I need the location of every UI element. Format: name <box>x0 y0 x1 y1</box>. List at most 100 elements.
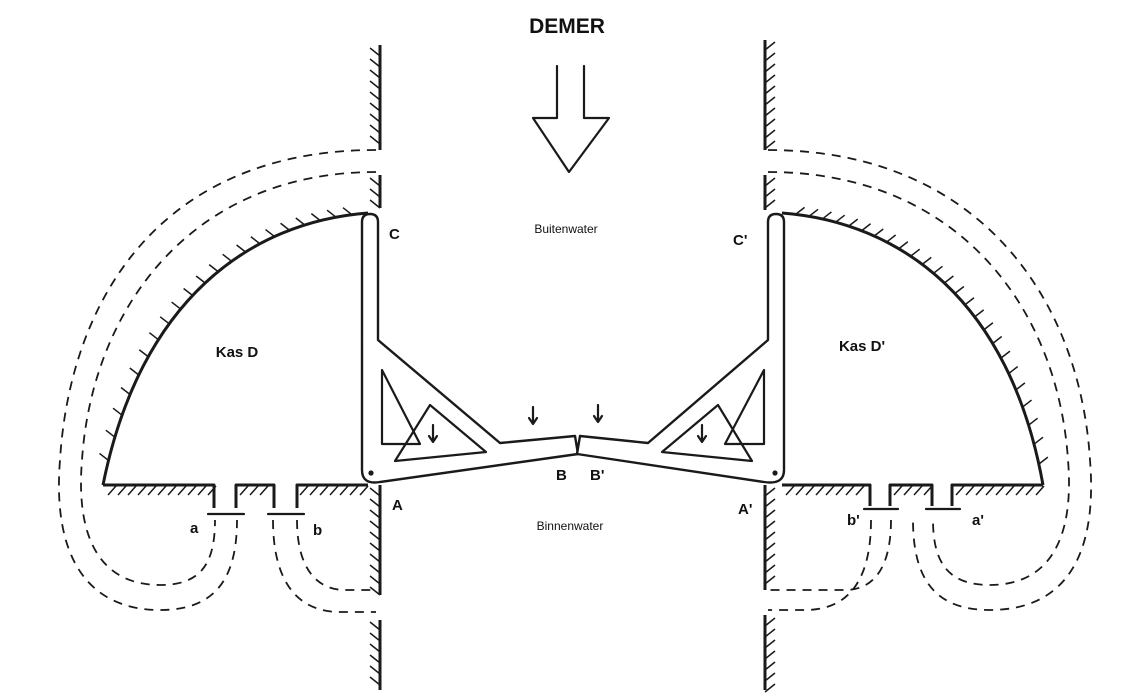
hatch-mark <box>369 509 381 519</box>
hatch-mark <box>183 287 194 297</box>
hatch-mark <box>893 485 903 496</box>
hatch-mark <box>764 96 776 106</box>
hatch-mark <box>764 531 776 541</box>
hatch-mark <box>222 253 233 262</box>
hatch-mark <box>861 223 872 232</box>
hatch-mark <box>992 335 1003 345</box>
hatch-mark <box>117 485 127 496</box>
hatch-mark <box>764 74 776 84</box>
hatch-mark <box>369 69 381 79</box>
hatch-mark <box>821 211 832 220</box>
hatch-mark <box>369 498 381 508</box>
label-b: B <box>556 467 567 484</box>
hatch-mark <box>329 485 339 496</box>
hatch-mark <box>299 485 309 496</box>
hatch-mark <box>369 586 381 596</box>
hatch-mark <box>1005 485 1015 496</box>
hatch-mark <box>339 485 349 496</box>
hatch-mark <box>105 429 116 438</box>
hatch-mark <box>764 140 776 150</box>
hatch-mark <box>369 531 381 541</box>
hatch-mark <box>764 487 776 497</box>
hatch-mark <box>369 47 381 57</box>
hatch-mark <box>785 485 795 496</box>
hatch-mark <box>159 316 170 325</box>
hatch-mark <box>326 209 337 218</box>
hatch-mark <box>187 485 197 496</box>
hatch-mark <box>137 485 147 496</box>
hatch-mark <box>369 113 381 123</box>
label-c-prime: C' <box>733 232 747 249</box>
hatch-mark <box>845 485 855 496</box>
hatch-mark <box>207 485 217 496</box>
hatch-mark <box>975 485 985 496</box>
hatch-mark <box>764 553 776 563</box>
hatch-mark <box>995 485 1005 496</box>
hatch-mark <box>910 248 921 257</box>
hatch-mark <box>764 575 776 585</box>
hatch-mark <box>369 80 381 90</box>
hatch-mark <box>1038 456 1049 465</box>
hatch-mark <box>369 676 381 686</box>
right-pressure-arrow-icon <box>592 403 604 424</box>
hatch-mark <box>369 654 381 664</box>
hatch-mark <box>764 107 776 117</box>
hatch-mark <box>236 244 247 253</box>
hatch-mark <box>369 58 381 68</box>
hatch-mark <box>764 661 776 671</box>
hatch-mark <box>764 63 776 73</box>
hatch-mark <box>259 485 269 496</box>
hatch-mark <box>965 485 975 496</box>
hatch-mark <box>835 214 846 223</box>
hatch-mark <box>167 485 177 496</box>
hatch-mark <box>955 485 965 496</box>
hatch-mark <box>815 485 825 496</box>
hatch-mark <box>764 129 776 139</box>
hatch-mark <box>239 485 249 496</box>
hatch-mark <box>369 643 381 653</box>
label-a: A <box>392 497 403 514</box>
flow-direction-arrow-icon <box>531 64 611 174</box>
hatch-mark <box>369 124 381 134</box>
label-culvert-b: b <box>313 522 322 539</box>
hatch-mark <box>764 683 776 693</box>
hatch-mark <box>250 236 261 245</box>
hatch-mark <box>835 485 845 496</box>
hatch-mark <box>974 309 985 318</box>
left-pivot <box>368 470 374 476</box>
hatch-mark <box>913 485 923 496</box>
hatch-mark <box>369 91 381 101</box>
hatch-mark <box>129 367 140 376</box>
hatch-mark <box>764 85 776 95</box>
hatch-mark <box>1015 485 1025 496</box>
hatch-mark <box>764 542 776 552</box>
hatch-mark <box>369 177 381 187</box>
hatch-mark <box>921 256 932 265</box>
hatch-mark <box>369 564 381 574</box>
label-kas-d-prime: Kas D' <box>839 338 885 355</box>
label-binnenwater: Binnenwater <box>537 519 604 533</box>
hatch-mark <box>848 218 859 227</box>
hatch-mark <box>886 234 897 243</box>
hatch-mark <box>157 485 167 496</box>
hatch-mark <box>764 118 776 128</box>
hatch-mark <box>359 485 369 496</box>
right-pivot <box>772 470 778 476</box>
hatch-mark <box>369 135 381 145</box>
hatch-mark <box>764 564 776 574</box>
hatch-mark <box>764 617 776 627</box>
hatch-mark <box>764 650 776 660</box>
hatch-mark <box>764 672 776 682</box>
hatch-mark <box>1008 365 1019 375</box>
hatch-mark <box>177 485 187 496</box>
right-inner-arrow-icon <box>696 423 708 444</box>
hatch-mark <box>127 485 137 496</box>
hatch-mark <box>99 452 109 462</box>
hatch-mark <box>764 520 776 530</box>
hatch-mark <box>764 498 776 508</box>
hatch-mark <box>147 485 157 496</box>
hatch-mark <box>1022 399 1033 408</box>
label-c: C <box>389 226 400 243</box>
diagram-title: DEMER <box>529 15 605 38</box>
hatch-mark <box>171 301 182 310</box>
